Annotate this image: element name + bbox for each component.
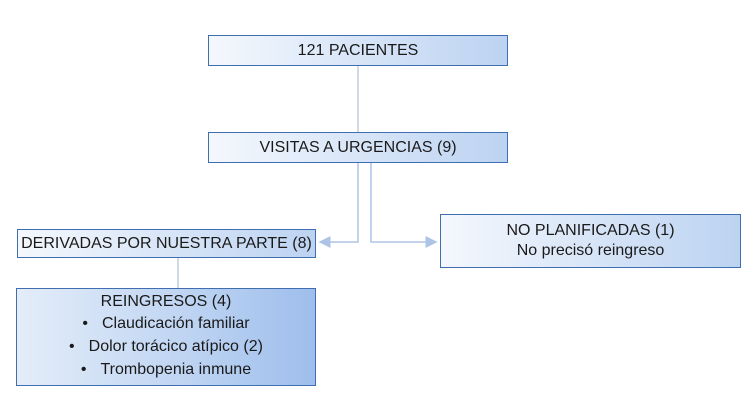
bullet-icon: • — [80, 361, 87, 378]
connector-visitas-derivadas — [318, 163, 359, 248]
bullet-icon: • — [82, 315, 88, 332]
list-item: • Dolor torácico atípico (2) — [69, 335, 263, 358]
node-label: 121 PACIENTES — [297, 41, 419, 59]
reingresos-list: •Claudicación familiar •Dolor torácico a… — [69, 312, 263, 381]
list-item: • Claudicación familiar — [69, 312, 263, 335]
node-label: VISITAS A URGENCIAS (9) — [259, 138, 457, 156]
list-item-text: Claudicación familiar — [101, 315, 250, 332]
node-label: REINGRESOS (4) — [100, 293, 232, 310]
node-reingresos: REINGRESOS (4) •Claudicación familiar •D… — [16, 288, 316, 386]
connector-visitas-noplanificadas — [370, 163, 438, 248]
node-no-planificadas: NO PLANIFICADAS (1) No precisó reingreso — [440, 214, 741, 268]
node-121-pacientes: 121 PACIENTES — [208, 35, 508, 66]
node-derivadas: DERIVADAS POR NUESTRA PARTE (8) — [17, 229, 316, 258]
node-label: DERIVADAS POR NUESTRA PARTE (8) — [21, 234, 312, 252]
list-item: • Trombopenia inmune — [69, 358, 263, 381]
node-detail: No precisó reingreso — [516, 242, 665, 259]
node-label: NO PLANIFICADAS (1) — [506, 222, 675, 239]
bullet-icon: • — [69, 338, 75, 355]
list-item-text: Dolor torácico atípico (2) — [88, 338, 263, 355]
node-visitas-urgencias: VISITAS A URGENCIAS (9) — [208, 132, 508, 163]
list-item-text: Trombopenia inmune — [100, 361, 252, 378]
